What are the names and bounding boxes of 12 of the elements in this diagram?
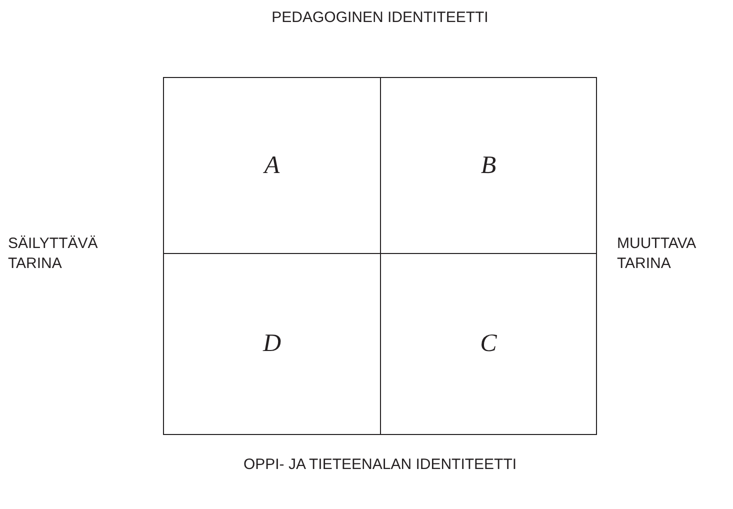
quadrant-letter: A [264, 152, 280, 180]
axis-label: SÄILYTTÄVÄ TARINA [8, 234, 99, 274]
quadrant-cell [163, 77, 381, 254]
quadrant-letter: B [480, 152, 496, 180]
axis-label: MUUTTAVA TARINA [617, 234, 697, 274]
quadrant-cell [163, 253, 381, 435]
axis-label: PEDAGOGINEN IDENTITEETTI [270, 8, 490, 28]
quadrant-cell [380, 77, 597, 254]
quadrant-letter: D [262, 330, 282, 358]
axis-label: OPPI- JA TIETEENALAN IDENTITEETTI [242, 455, 518, 475]
quadrant-cell [380, 253, 597, 435]
quadrant-letter: C [480, 330, 497, 358]
